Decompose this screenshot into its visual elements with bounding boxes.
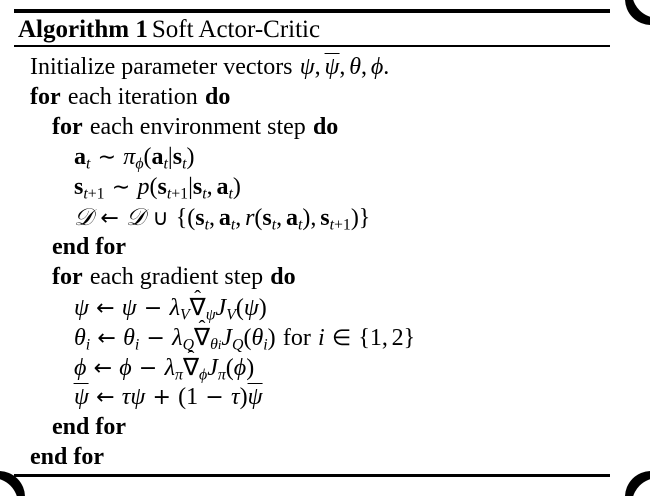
for-iteration-body: each iteration: [67, 84, 198, 110]
line-update-psi: ψ←ψ−λV̂∇ψJV(ψ): [74, 293, 267, 324]
keyword-do: do: [312, 114, 339, 140]
title-rule: [14, 45, 610, 47]
page-corner-mask-bottom-left: [0, 478, 18, 496]
line-sample-next-state: st+1∼p(st+1|st,at): [74, 174, 241, 203]
page-corner-mask-top-right: [632, 0, 650, 18]
page-corner-bottom-right: [625, 471, 650, 496]
line-end-for-environment-step: end for: [0, 232, 650, 262]
keyword-for: for: [30, 84, 61, 110]
line-end-for-gradient-step: end for: [0, 412, 650, 442]
keyword-end-for: end for: [52, 414, 126, 440]
page-corner-mask-bottom-right: [632, 478, 650, 496]
keyword-for: for: [52, 114, 83, 140]
for-i-text: for: [282, 325, 311, 351]
page-corner-top-right: [625, 0, 650, 25]
line-end-for-iteration: end for: [0, 442, 650, 472]
algorithm-name: Soft Actor-Critic: [151, 16, 321, 43]
initialize-symbols: ψ,ψ,θ,ϕ.: [299, 52, 390, 80]
keyword-do: do: [204, 84, 231, 110]
for-gradient-body: each gradient step: [89, 264, 264, 290]
line-update-psi-target: ψ←τψ+(1−τ)ψ: [74, 382, 263, 410]
bottom-rule: [14, 474, 610, 477]
top-rule: [14, 9, 610, 13]
line-sample-action: at∼πϕ(at|st): [74, 144, 195, 173]
keyword-end-for: end for: [52, 234, 126, 260]
keyword-end-for: end for: [30, 444, 104, 470]
for-environment-body: each environment step: [89, 114, 306, 140]
keyword-do: do: [270, 264, 296, 290]
line-update-replay-buffer: 𝒟←𝒟∪{(st,at,r(st,at),st+1)}: [74, 203, 371, 234]
algorithm-label: Algorithm 1: [18, 16, 148, 43]
keyword-for: for: [52, 264, 83, 290]
initialize-text: Initialize parameter vectors: [30, 54, 293, 80]
line-update-phi: ϕ←ϕ−λπ̂∇ϕJπ(ϕ): [74, 353, 255, 384]
